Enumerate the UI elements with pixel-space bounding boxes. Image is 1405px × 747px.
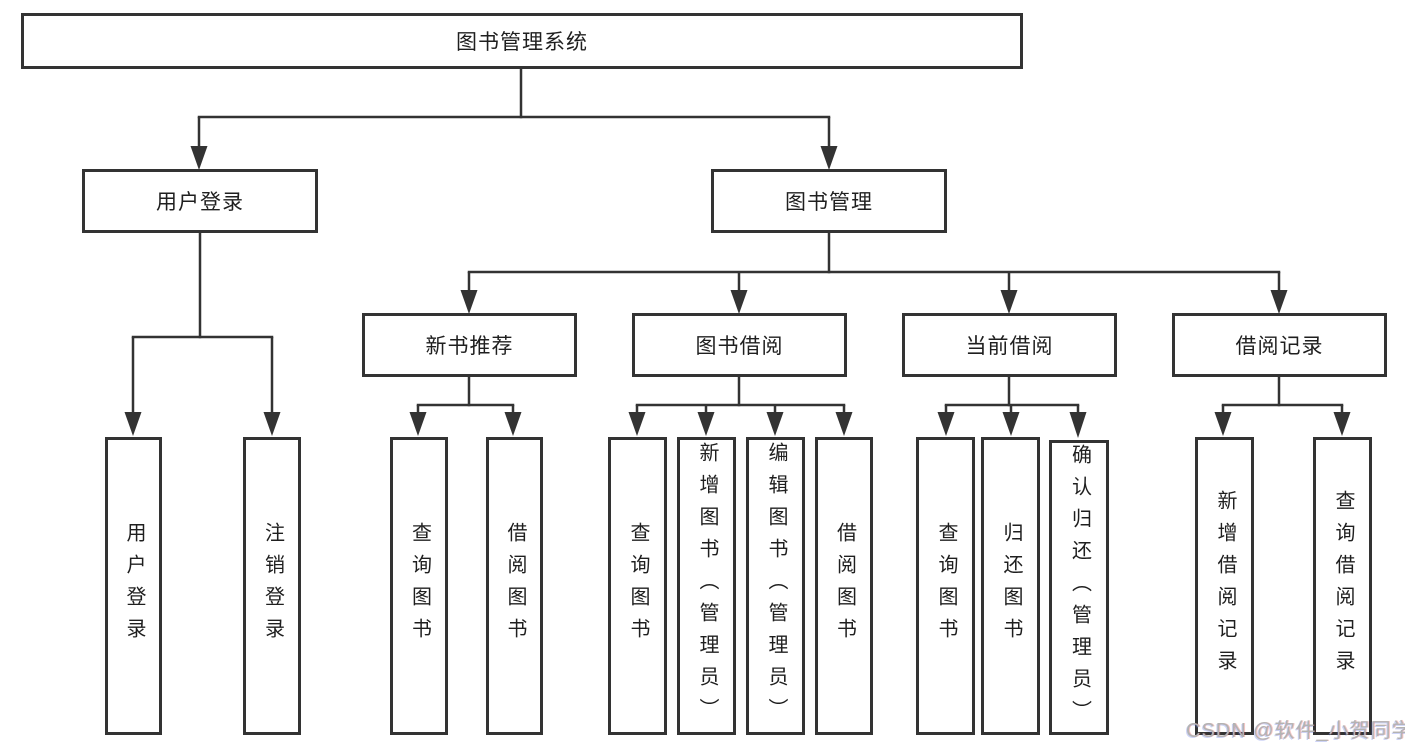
leaf-add-book-admin: 新增图书（管理员） xyxy=(677,437,736,735)
leaf-add-borrow-record: 新增借阅记录 xyxy=(1195,437,1254,735)
node-new-book-recommend: 新书推荐 xyxy=(362,313,577,377)
leaf-user-login-label: 用户登录 xyxy=(123,522,145,650)
leaf-borrow-books-label: 借阅图书 xyxy=(833,522,856,650)
node-borrow-records: 借阅记录 xyxy=(1172,313,1387,377)
node-book-management: 图书管理 xyxy=(711,169,947,233)
leaf-return-book: 归还图书 xyxy=(981,437,1040,735)
node-root: 图书管理系统 xyxy=(21,13,1023,69)
leaf-borrow-books-recommend: 借阅图书 xyxy=(486,437,543,735)
leaf-confirm-return-admin-label: 确认归还（管理员） xyxy=(1068,443,1091,732)
leaf-query-books-borrow: 查询图书 xyxy=(608,437,667,735)
leaf-edit-book-admin-label: 编辑图书（管理员） xyxy=(765,442,787,730)
leaf-confirm-return-admin: 确认归还（管理员） xyxy=(1049,440,1109,735)
leaf-logout-label: 注销登录 xyxy=(261,522,284,650)
leaf-edit-book-admin: 编辑图书（管理员） xyxy=(746,437,805,735)
leaf-add-book-admin-label: 新增图书（管理员） xyxy=(696,442,718,730)
leaf-query-borrow-record-label: 查询借阅记录 xyxy=(1332,490,1354,682)
leaf-user-login: 用户登录 xyxy=(105,437,162,735)
leaf-query-books-current: 查询图书 xyxy=(916,437,975,735)
leaf-query-books-borrow-label: 查询图书 xyxy=(627,522,649,650)
node-current-borrow: 当前借阅 xyxy=(902,313,1117,377)
leaf-borrow-books: 借阅图书 xyxy=(815,437,873,735)
leaf-query-books-current-label: 查询图书 xyxy=(935,522,957,650)
watermark: CSDN @软件_小贺同学 xyxy=(1186,720,1405,742)
leaf-query-borrow-record: 查询借阅记录 xyxy=(1313,437,1372,735)
node-user-login: 用户登录 xyxy=(82,169,318,233)
leaf-query-books-recommend: 查询图书 xyxy=(390,437,448,735)
leaf-query-books-recommend-label: 查询图书 xyxy=(408,522,431,650)
node-book-borrow: 图书借阅 xyxy=(632,313,847,377)
leaf-return-book-label: 归还图书 xyxy=(1000,522,1022,650)
leaf-borrow-books-recommend-label: 借阅图书 xyxy=(504,522,526,650)
leaf-logout: 注销登录 xyxy=(243,437,301,735)
leaf-add-borrow-record-label: 新增借阅记录 xyxy=(1214,490,1236,682)
